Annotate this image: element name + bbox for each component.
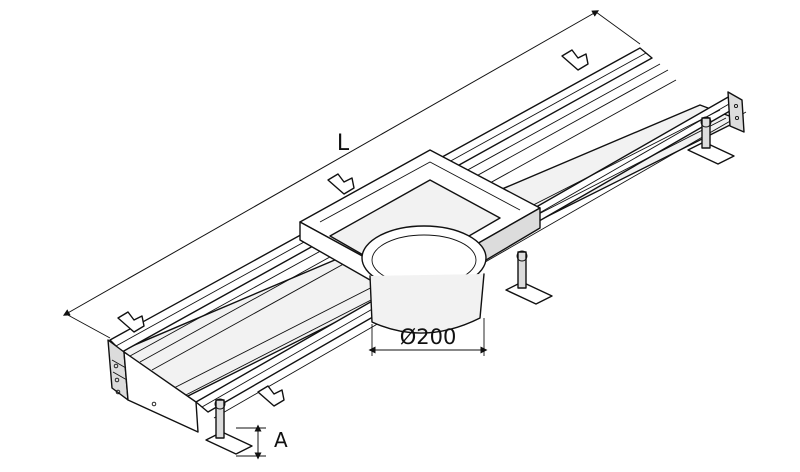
diameter-label: Ø200 bbox=[400, 325, 457, 349]
right-end-cap bbox=[727, 91, 745, 133]
dimension-diameter: Ø200 bbox=[368, 318, 488, 356]
circular-outlet bbox=[361, 225, 487, 334]
left-end-cap bbox=[107, 339, 199, 433]
dimension-length: L bbox=[62, 10, 641, 339]
dimension-height: A bbox=[236, 424, 288, 460]
height-label: A bbox=[274, 428, 288, 452]
length-label: L bbox=[337, 131, 350, 156]
